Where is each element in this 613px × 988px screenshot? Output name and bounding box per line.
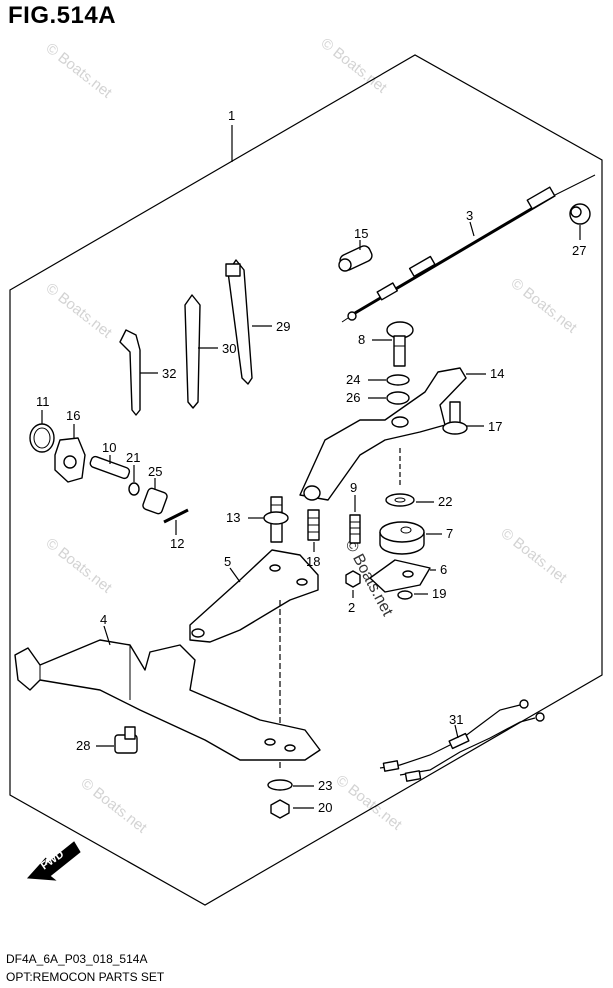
clip-part-28 — [114, 726, 138, 754]
watermarks: © Boats.net © Boats.net © Boats.net © Bo… — [43, 35, 581, 837]
callout-18: 18 — [306, 554, 320, 569]
callout-5: 5 — [224, 554, 231, 569]
stud-part-18 — [307, 509, 320, 541]
callout-6: 6 — [440, 562, 447, 577]
pin-part-12 — [163, 508, 189, 524]
tie-part-32 — [119, 329, 141, 416]
joint-part-15 — [338, 245, 373, 272]
leader-line — [454, 724, 459, 739]
watermark-text: © Boats.net — [43, 280, 116, 342]
watermark-text: © Boats.net — [43, 535, 116, 597]
screw-part-19 — [397, 590, 413, 600]
callout-12: 12 — [170, 536, 184, 551]
lever-hole — [391, 416, 409, 428]
callout-23: 23 — [318, 778, 332, 793]
lever-part-14 — [299, 367, 467, 501]
leader-line — [469, 221, 475, 237]
callout-11: 11 — [36, 394, 50, 409]
wiring-part-31 — [379, 699, 545, 782]
figure-code: DF4A_6A_P03_018_514A — [6, 952, 148, 966]
callout-24: 24 — [346, 372, 360, 387]
callout-29: 29 — [276, 319, 290, 334]
nut-part-2 — [345, 570, 361, 588]
holder-part-16 — [54, 437, 86, 483]
callout-22: 22 — [438, 494, 452, 509]
bracket-part-5 — [189, 549, 319, 643]
assembly-outline — [9, 54, 603, 906]
callout-31: 31 — [449, 712, 463, 727]
callout-17: 17 — [488, 419, 502, 434]
washer-part-22 — [385, 493, 415, 507]
collar-part-25 — [142, 487, 168, 515]
plate-part-6 — [369, 559, 431, 593]
fwd-arrow-icon: FWD — [26, 841, 81, 881]
cable-part-3 — [341, 174, 596, 323]
callout-32: 32 — [162, 366, 176, 381]
callout-10: 10 — [102, 440, 116, 455]
figure-title: FIG.514A — [8, 2, 117, 29]
washer-part-23 — [267, 779, 293, 791]
callout-19: 19 — [432, 586, 446, 601]
pin-part-8 — [386, 321, 414, 367]
cam-part-7 — [379, 521, 425, 555]
callout-30: 30 — [222, 341, 236, 356]
callout-27: 27 — [572, 243, 586, 258]
bolt-part-13 — [263, 496, 289, 543]
callout-1: 1 — [228, 108, 235, 123]
shaft-part-10 — [89, 455, 131, 480]
callout-4: 4 — [100, 612, 107, 627]
watermark-text: © Boats.net — [498, 525, 571, 587]
leader-line — [229, 567, 241, 583]
washer-part-26 — [386, 391, 410, 405]
base-bracket-part-4 — [14, 639, 321, 761]
tie-part-29 — [225, 259, 253, 385]
callout-9: 9 — [350, 480, 357, 495]
callout-8: 8 — [358, 332, 365, 347]
callout-26: 26 — [346, 390, 360, 405]
callout-28: 28 — [76, 738, 90, 753]
callout-25: 25 — [148, 464, 162, 479]
watermark-text: © Boats.net — [78, 775, 151, 837]
lever-boss — [303, 485, 321, 501]
callout-13: 13 — [226, 510, 240, 525]
figure-name: OPT:REMOCON PARTS SET — [6, 970, 165, 984]
callout-21: 21 — [126, 450, 140, 465]
callout-labels: 1 3 15 27 29 30 32 8 24 26 14 17 11 16 1… — [36, 108, 586, 815]
tie-part-30 — [184, 294, 201, 409]
washer-part-24 — [386, 374, 410, 386]
callout-3: 3 — [466, 208, 473, 223]
ring-part-21 — [128, 482, 140, 496]
callout-2: 2 — [348, 600, 355, 615]
stud-part-9 — [349, 514, 361, 544]
callout-14: 14 — [490, 366, 504, 381]
nut-part-20 — [270, 799, 290, 819]
ring-part-11 — [29, 423, 55, 453]
callout-15: 15 — [354, 226, 368, 241]
callout-16: 16 — [66, 408, 80, 423]
callout-20: 20 — [318, 800, 332, 815]
watermark-text: © Boats.net — [43, 40, 116, 102]
watermark-text: © Boats.net — [508, 275, 581, 337]
bolt-part-17 — [442, 401, 468, 435]
bush-part-27 — [569, 203, 591, 225]
callout-7: 7 — [446, 526, 453, 541]
leader-line — [103, 625, 111, 646]
watermark-text: © Boats.net — [318, 35, 391, 97]
